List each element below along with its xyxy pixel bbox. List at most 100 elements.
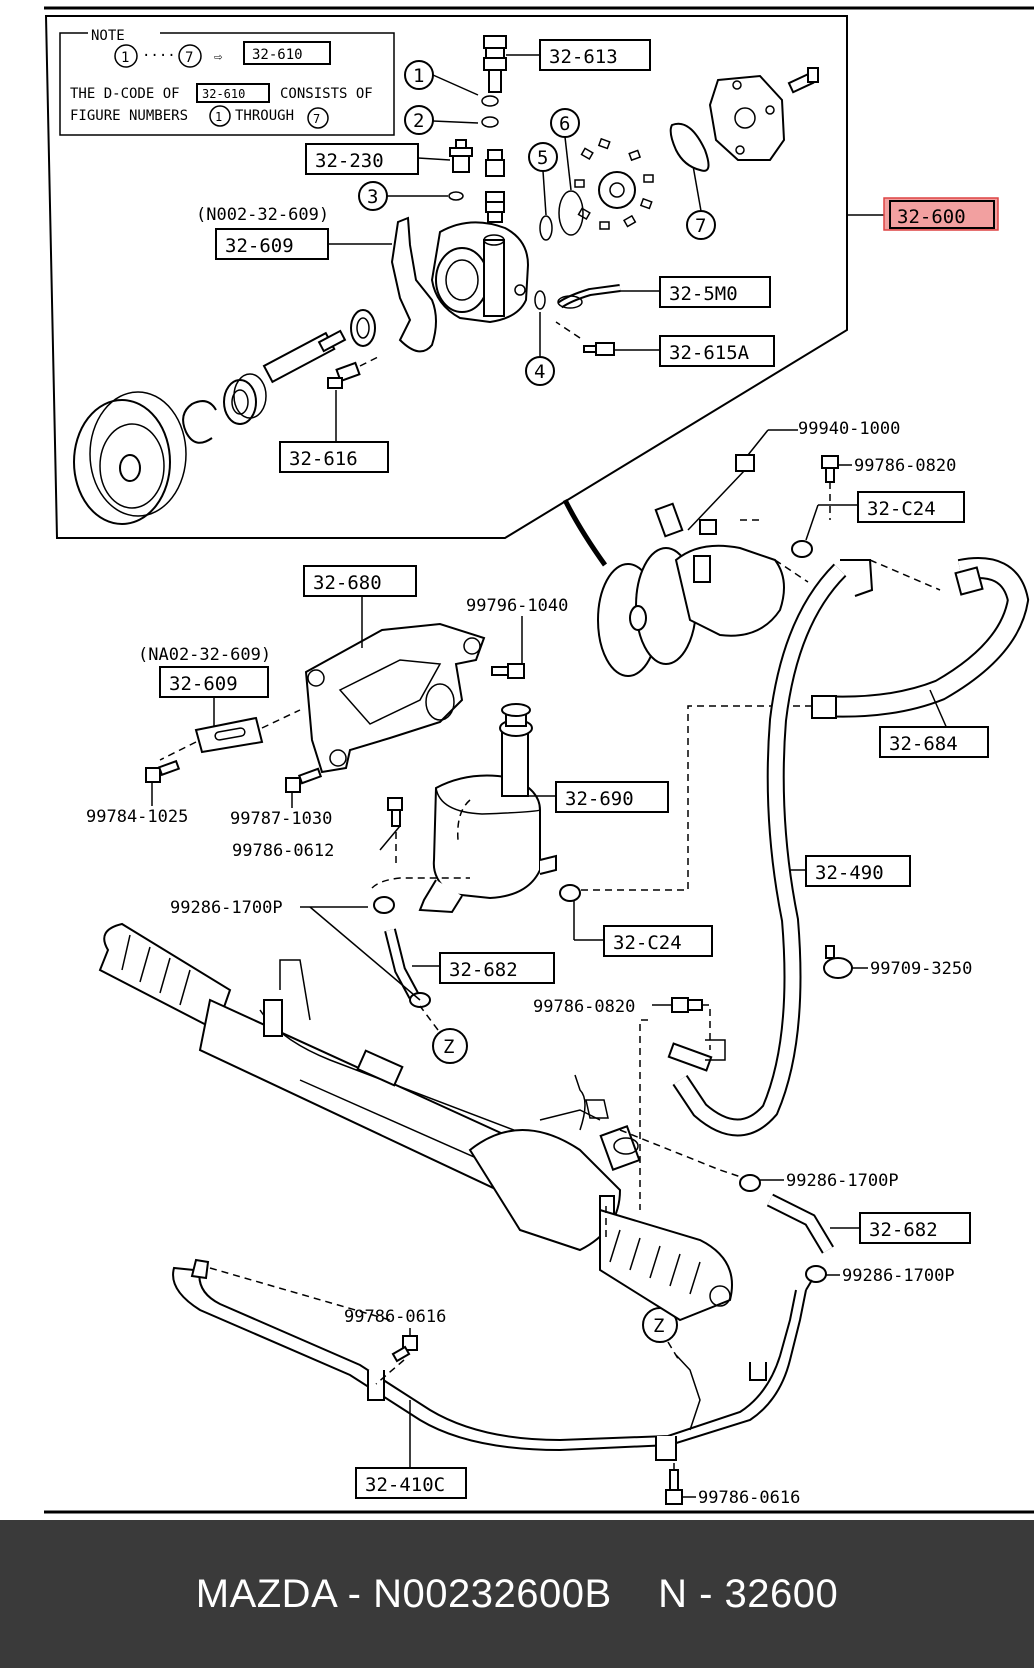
part-number-footer: MAZDA - N00232600B N - 32600 <box>0 1520 1034 1668</box>
note-circle-to: 7 <box>185 50 193 66</box>
label-32-609-top: 32-609 <box>215 228 329 260</box>
svg-text:····: ···· <box>142 48 176 64</box>
callout-1: 1 <box>404 60 499 107</box>
svg-text:32-680: 32-680 <box>313 572 382 594</box>
label-99286-1700p-a: 99286-1700P <box>170 898 283 918</box>
pump-rotor <box>574 137 654 230</box>
svg-text:32-410C: 32-410C <box>365 1474 445 1496</box>
note-line2-a: FIGURE NUMBERS <box>70 108 188 124</box>
label-99786-0616-a: 99786-0616 <box>344 1307 446 1327</box>
svg-text:3: 3 <box>367 186 378 208</box>
label-99786-0820-b: 99786-0820 <box>533 997 635 1017</box>
label-99286-1700p-c: 99286-1700P <box>842 1266 955 1286</box>
bolt-99786-0616-a-icon <box>391 1335 418 1363</box>
note-line2-from: 1 <box>215 110 222 124</box>
note-circle-from: 1 <box>121 50 129 66</box>
snap-ring <box>182 400 217 444</box>
svg-text:Z: Z <box>653 1315 664 1337</box>
bolt-99784-1025-icon <box>145 759 181 783</box>
pump-mount-bracket <box>304 622 486 774</box>
clamp-99286-1700p-c-icon <box>805 1265 827 1283</box>
bolt-99786-0616-b-icon <box>665 1469 683 1505</box>
hose-32-682-a <box>384 928 431 1008</box>
label-99784-1025: 99784-1025 <box>86 807 188 827</box>
svg-text:1: 1 <box>413 65 424 87</box>
steering-gear-box <box>98 922 733 1322</box>
pump-cover <box>708 74 786 161</box>
shaft-bearing <box>223 373 267 425</box>
label-32-616: 32-616 <box>279 441 389 473</box>
svg-text:32-616: 32-616 <box>289 448 358 470</box>
label-32-410c: 32-410C <box>355 1467 467 1499</box>
pressure-switch <box>449 139 473 173</box>
pressure-hose-32-490 <box>667 559 874 1137</box>
label-32-5m0: 32-5M0 <box>659 276 771 308</box>
svg-text:32-600: 32-600 <box>897 206 966 228</box>
pump-assembly-frame <box>44 15 848 539</box>
svg-text:32-609: 32-609 <box>169 673 238 695</box>
callout-4: 4 <box>525 290 555 386</box>
note-box: NOTE 1 ···· 7 ⇨ 32-610 THE D-CODE OF 32-… <box>59 24 395 136</box>
bolt-99786-0612-icon <box>387 797 403 827</box>
label-99786-0612: 99786-0612 <box>232 841 334 861</box>
note-line1-a: THE D-CODE OF <box>70 86 180 102</box>
clip-99709-3250-icon <box>823 945 853 979</box>
note-line2-mid: THROUGH <box>235 108 294 124</box>
pulley-bolt-icon <box>327 361 361 389</box>
cover-bolt-icon <box>787 67 819 94</box>
callout-3: 3 <box>358 181 464 211</box>
svg-text:32-490: 32-490 <box>815 862 884 884</box>
label-32-684: 32-684 <box>879 726 989 758</box>
label-99786-0820-a: 99786-0820 <box>854 456 956 476</box>
clamp-99286-1700p-a-icon <box>373 896 395 914</box>
adjust-plate <box>194 716 264 754</box>
note-line1-b: CONSISTS OF <box>280 86 373 102</box>
svg-text:32-5M0: 32-5M0 <box>669 283 738 305</box>
parts-diagram: NOTE 1 ···· 7 ⇨ 32-610 THE D-CODE OF 32-… <box>44 6 1034 1514</box>
bolt-99796-1040-icon <box>491 663 525 679</box>
label-99940-1000: 99940-1000 <box>798 419 900 439</box>
return-pipe-32-410c <box>172 1258 813 1461</box>
label-n002-32-609: (N002-32-609) <box>196 205 329 225</box>
suction-pipe <box>557 284 621 309</box>
label-32-613: 32-613 <box>539 39 651 71</box>
svg-text:Z: Z <box>443 1036 454 1058</box>
label-32-c24-a: 32-C24 <box>857 491 965 523</box>
reservoir-tank <box>418 703 557 914</box>
label-32-680: 32-680 <box>303 565 417 597</box>
svg-text:5: 5 <box>537 147 548 169</box>
svg-text:32-690: 32-690 <box>565 788 634 810</box>
callout-6: 6 <box>550 108 584 236</box>
label-32-682-b: 32-682 <box>859 1212 971 1244</box>
nut-99940-1000-icon <box>735 454 755 472</box>
label-32-690: 32-690 <box>555 781 669 813</box>
svg-text:4: 4 <box>534 361 545 383</box>
label-99786-0616-b: 99786-0616 <box>698 1488 800 1508</box>
note-line2-to: 7 <box>313 112 320 126</box>
note-title: NOTE <box>91 28 125 44</box>
svg-text:7: 7 <box>695 215 706 237</box>
svg-text:32-682: 32-682 <box>449 959 518 981</box>
svg-text:32-230: 32-230 <box>315 150 384 172</box>
assembled-pump <box>562 498 785 677</box>
pump-bracket <box>390 216 437 353</box>
label-32-615a: 32-615A <box>659 335 775 367</box>
label-32-c24-b: 32-C24 <box>603 925 713 957</box>
callout-z-1: Z <box>419 1005 468 1064</box>
cam-ring <box>669 122 710 172</box>
label-32-230: 32-230 <box>305 143 419 175</box>
svg-text:32-615A: 32-615A <box>669 342 750 364</box>
clamp-32-c24-a-icon <box>791 540 813 558</box>
note-line1-code: 32-610 <box>202 87 245 101</box>
svg-text:32-684: 32-684 <box>889 733 958 755</box>
svg-text:6: 6 <box>559 113 570 135</box>
callout-2: 2 <box>404 105 499 135</box>
clamp-32-c24-b-icon <box>559 884 581 902</box>
label-32-682-a: 32-682 <box>439 952 555 984</box>
bolt-99786-0820-a-icon <box>821 455 839 483</box>
highlight-box <box>883 197 999 231</box>
label-99286-1700p-b: 99286-1700P <box>786 1171 899 1191</box>
label-32-600-highlighted[interactable]: 32-600 <box>883 197 999 231</box>
note-arrow: ⇨ <box>214 49 223 65</box>
return-hose-32-684 <box>811 557 1030 719</box>
